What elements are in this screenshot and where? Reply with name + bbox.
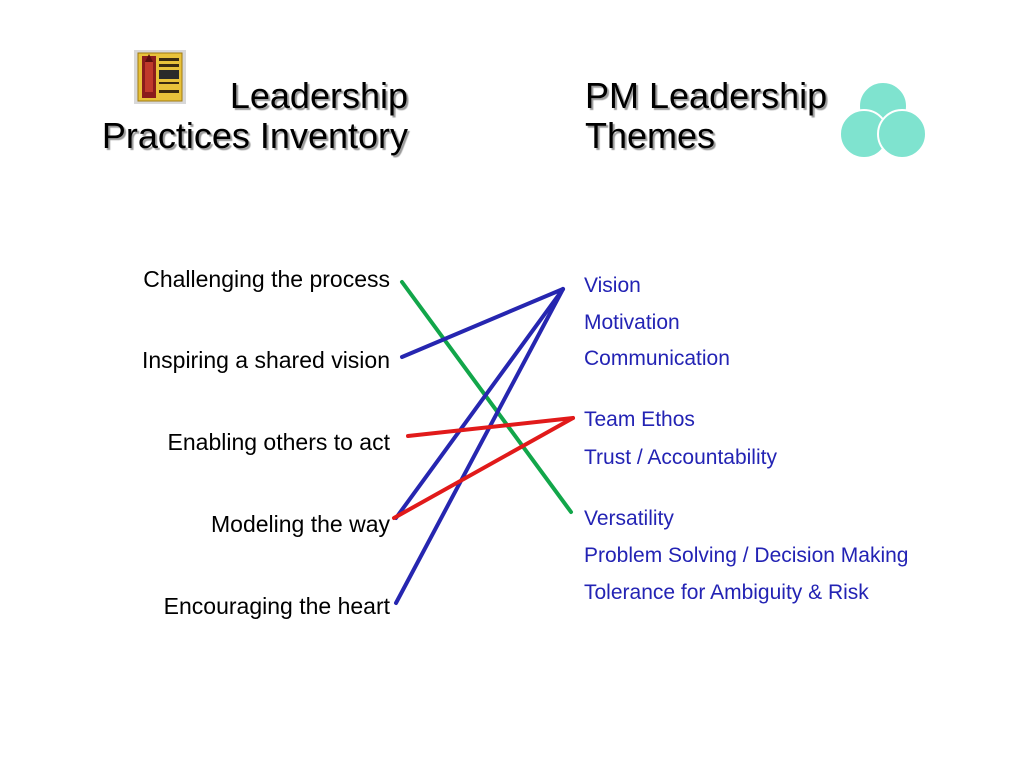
theme-communication: Communication <box>584 347 730 370</box>
practice-challenging-the-process: Challenging the process <box>143 266 390 292</box>
leadership-practices-title: Leadership Practices Inventory <box>40 76 408 156</box>
theme-motivation: Motivation <box>584 311 680 334</box>
pm-leadership-themes-title: PM Leadership Themes <box>585 76 827 156</box>
theme-team-ethos: Team Ethos <box>584 408 695 431</box>
theme-tolerance-for-ambiguity-risk: Tolerance for Ambiguity & Risk <box>584 581 869 604</box>
book-cover-image <box>134 50 186 104</box>
practice-inspiring-a-shared-vision: Inspiring a shared vision <box>141 347 390 373</box>
practice-modeling-the-way: Modeling the way <box>211 511 390 537</box>
connector-modeling-to-team-ethos <box>392 416 575 520</box>
left-title-line-2: Practices Inventory <box>101 115 408 156</box>
connector-modeling-to-vision <box>394 287 565 520</box>
left-title-line-1: Leadership <box>229 75 408 116</box>
theme-problem-solving-decision-making: Problem Solving / Decision Making <box>584 544 909 567</box>
practice-enabling-others-to-act: Enabling others to act <box>167 429 390 455</box>
venn-diagram-graphic <box>839 81 927 159</box>
venn-circle-right <box>877 109 927 159</box>
right-title-line-1: PM Leadership <box>585 75 828 116</box>
connector-inspiring-to-vision <box>400 287 565 359</box>
right-title-line-2: Themes <box>585 115 716 156</box>
connector-enabling-to-team-ethos <box>406 416 575 438</box>
connector-encouraging-to-vision <box>394 287 565 605</box>
theme-vision: Vision <box>584 274 641 297</box>
theme-versatility: Versatility <box>584 507 674 530</box>
practice-encouraging-the-heart: Encouraging the heart <box>163 593 390 619</box>
connector-challenging-to-versatility <box>400 280 573 514</box>
theme-trust-accountability: Trust / Accountability <box>584 446 777 469</box>
